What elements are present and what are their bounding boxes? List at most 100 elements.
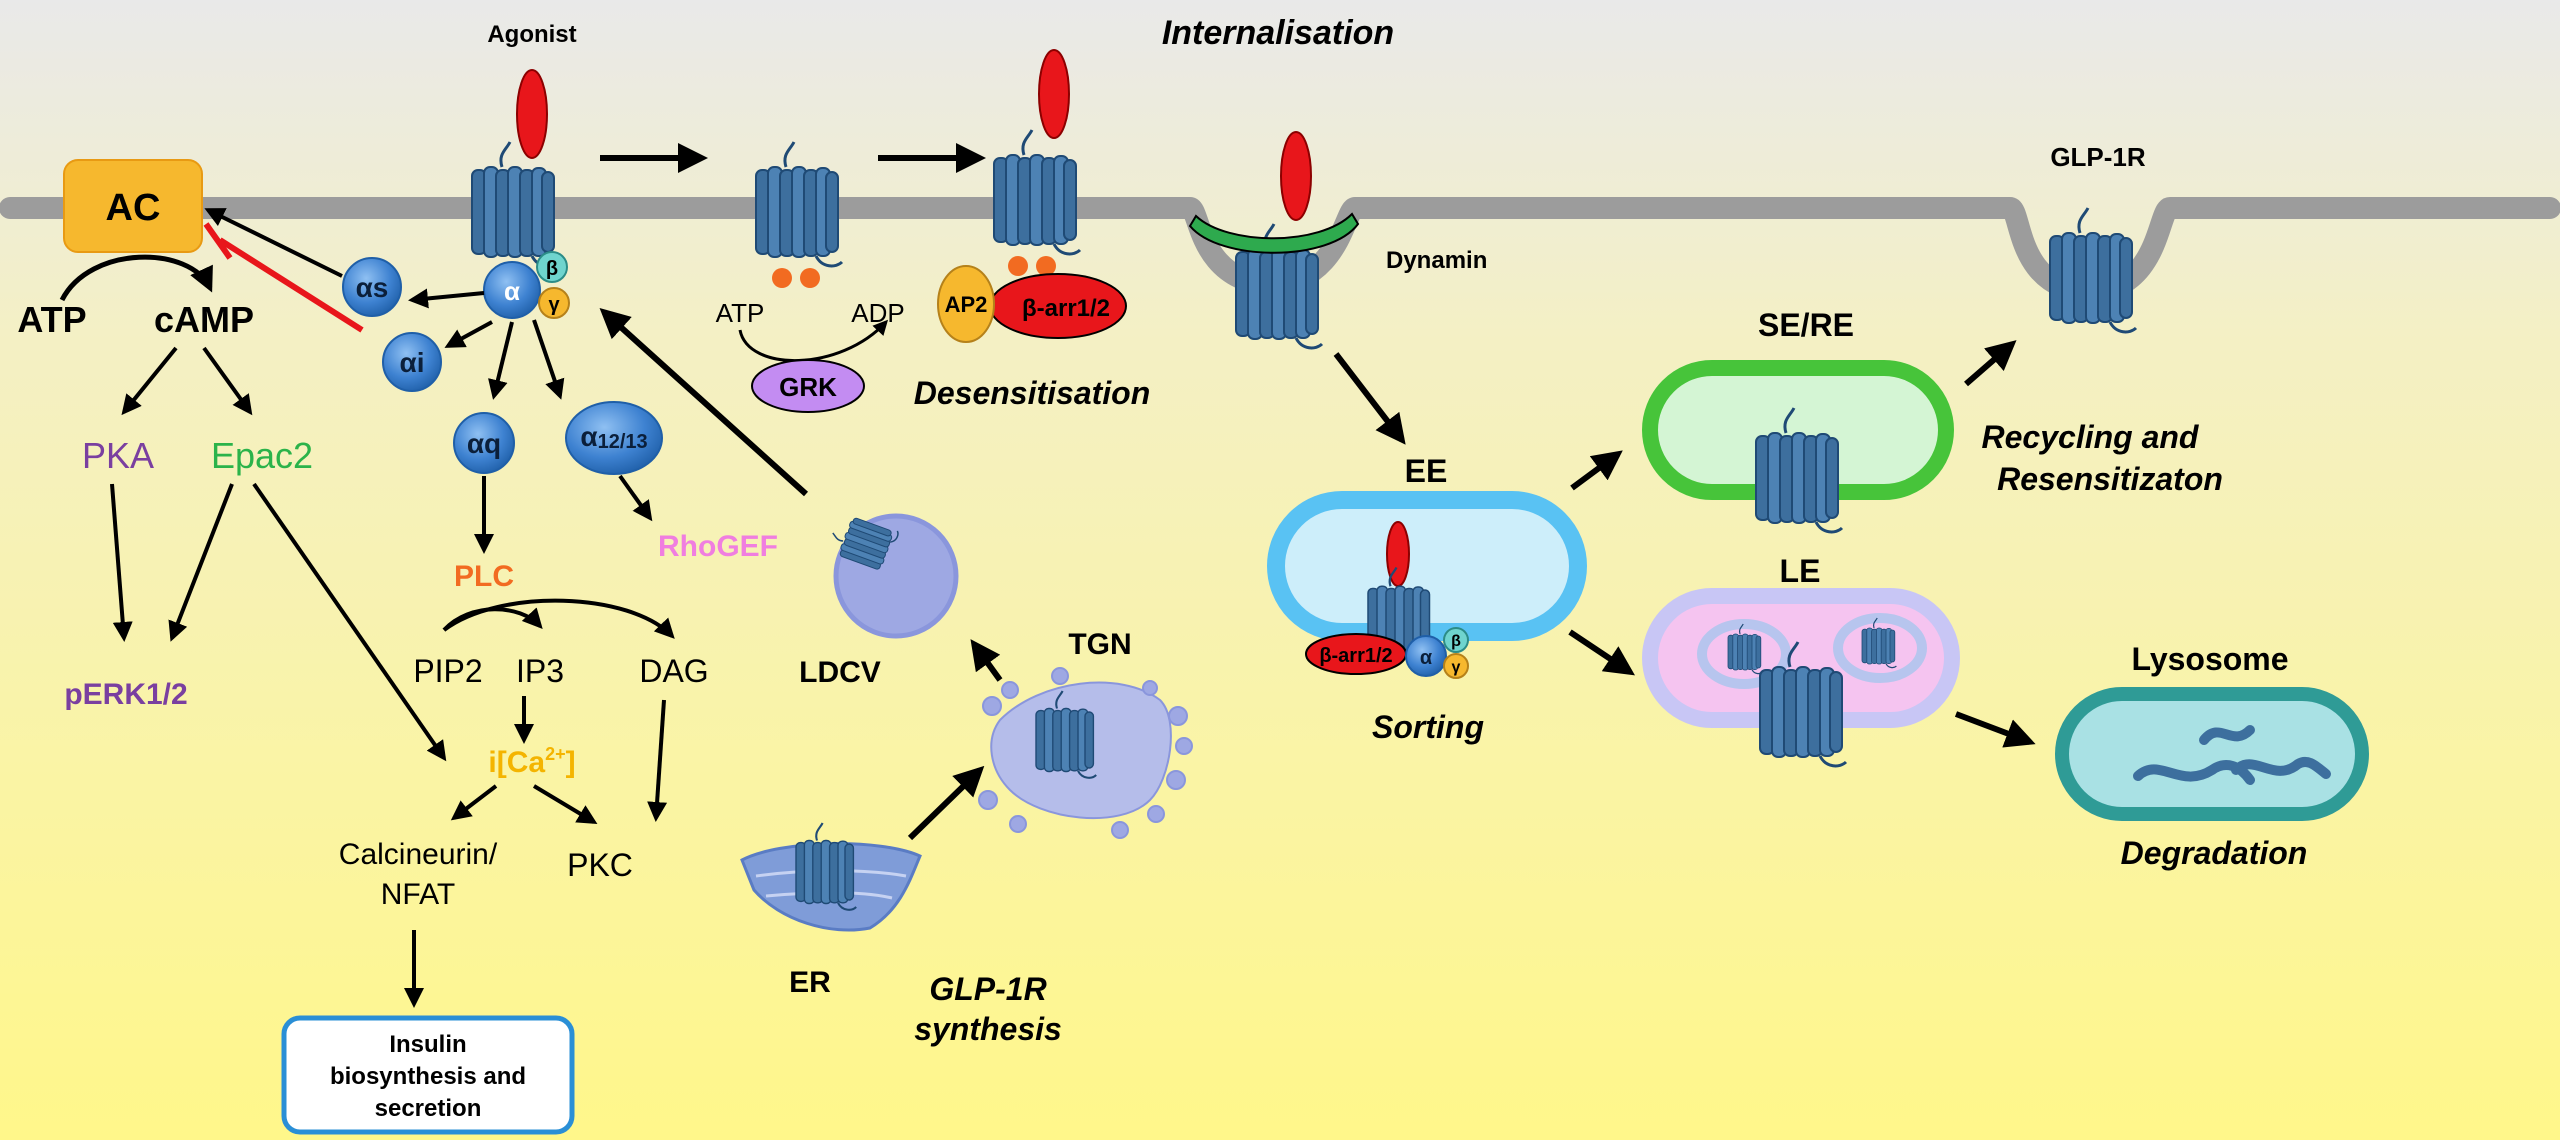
alpha-i-inhibition-line	[218, 237, 364, 333]
atp-label: ATP	[17, 299, 86, 340]
phosphate-dot	[1036, 256, 1056, 276]
dynamin-collar	[1188, 212, 1360, 254]
agonist-ligand	[516, 69, 548, 159]
er-label: ER	[789, 966, 831, 999]
ap2-label: AP2	[945, 292, 988, 317]
phosphate-dot	[1008, 256, 1028, 276]
lysosome	[2055, 687, 2369, 821]
agonist-label: Agonist	[487, 21, 576, 48]
calcium-label: i[Ca2+]	[488, 744, 575, 779]
svg-text:α: α	[1420, 647, 1433, 669]
degraded-fragment	[2231, 756, 2331, 779]
rhogef-label: RhoGEF	[658, 530, 778, 563]
alpha-i-subunit	[382, 332, 442, 392]
desensitisation-label: Desensitisation	[914, 375, 1151, 411]
g-to-alpha-1213-arrow	[532, 319, 565, 400]
adenylyl-cyclase	[63, 159, 203, 253]
ee-to-le-arrow	[1568, 629, 1635, 676]
g-alpha-subunit	[483, 261, 541, 319]
calcineurin-label-line2: NFAT	[381, 878, 455, 911]
ee-to-sere-arrow	[1570, 450, 1623, 491]
svg-text:γ: γ	[548, 294, 560, 316]
receptor-with-g-protein: α β γ	[470, 69, 570, 319]
plasma-membrane	[0, 197, 2560, 304]
recycling-label-line1: Recycling and	[1982, 419, 2200, 455]
synthesis-label-line2: synthesis	[914, 1011, 1062, 1047]
calcium-to-pkc-arrow	[532, 784, 598, 825]
ldcv-to-membrane-arrow	[599, 307, 809, 497]
g-gamma-subunit	[538, 287, 570, 319]
sere-to-membrane-arrow	[1964, 340, 2017, 387]
epac2-to-perk-arrow	[168, 483, 234, 642]
synthesis-label-line1: GLP-1R	[929, 971, 1046, 1007]
lysosome-label: Lysosome	[2131, 641, 2288, 677]
alpha-q-subunit	[453, 412, 515, 474]
alpha-s-subunit	[342, 257, 402, 317]
svg-text:biosynthesis and: biosynthesis and	[330, 1063, 526, 1090]
camp-to-pka-arrow	[121, 346, 178, 416]
alpha-s-label: αs	[356, 272, 389, 303]
svg-text:Insulin: Insulin	[389, 1031, 466, 1058]
g-to-alpha-s-arrow	[408, 288, 485, 309]
pka-label: PKA	[82, 435, 154, 476]
recycling-label-line2: Resensitizaton	[1997, 461, 2223, 497]
alpha-i-inhibition-bar	[203, 222, 233, 260]
svg-text:β: β	[546, 258, 558, 280]
svg-text:γ: γ	[1452, 659, 1461, 676]
sere-label: SE/RE	[1758, 307, 1854, 343]
le-label: LE	[1780, 553, 1821, 589]
ap2-adaptor	[937, 265, 995, 343]
sorting-label: Sorting	[1372, 709, 1484, 745]
svg-text:β-arr1/2: β-arr1/2	[1319, 645, 1392, 667]
calcium-to-calcineurin-arrow	[450, 784, 498, 821]
g-alpha-small	[1405, 635, 1447, 677]
plc-label: PLC	[454, 560, 514, 593]
pit-to-ee-arrow	[1333, 352, 1406, 445]
pka-to-perk-arrow	[110, 483, 133, 642]
tgn-to-ldcv-arrow	[970, 639, 1003, 682]
phosphate-dot	[800, 268, 820, 288]
grk-adp-label: ADP	[851, 298, 904, 328]
pip2-to-dag-arrow	[442, 598, 675, 639]
svg-text:α: α	[504, 276, 520, 306]
le-to-lysosome-arrow	[1954, 711, 2036, 748]
dag-to-pkc-arrow	[647, 699, 668, 822]
phosphate-dot	[772, 268, 792, 288]
epac2-to-calcium-arrow	[252, 482, 447, 762]
alpha-1213-to-rhogef-arrow	[618, 474, 653, 522]
pkc-label: PKC	[567, 847, 633, 883]
ac-label: AC	[106, 187, 161, 229]
pip2-label: PIP2	[413, 653, 482, 689]
agonist-ligand	[1038, 49, 1070, 139]
atp-camp-arrow	[59, 254, 213, 302]
internalising-receptor	[1234, 131, 1324, 350]
arrestin-label: β-arr1/2	[1022, 295, 1110, 322]
ldcv-label: LDCV	[799, 656, 881, 689]
svg-text:β: β	[1451, 633, 1461, 650]
camp-to-epac2-arrow	[202, 346, 253, 416]
g-beta-small	[1443, 627, 1469, 653]
perk-label: pERK1/2	[64, 678, 187, 711]
g-beta-subunit	[536, 251, 568, 283]
grk-enzyme	[751, 359, 865, 413]
epac2-label: Epac2	[211, 435, 313, 476]
er-to-tgn-arrow	[907, 765, 985, 841]
agonist-ligand	[1280, 131, 1312, 221]
tgn-label: TGN	[1068, 628, 1131, 661]
alpha-q-label: αq	[467, 428, 501, 459]
alpha-1213-label: α12/13	[580, 421, 647, 453]
alpha-i-label: αi	[400, 347, 425, 378]
alpha-1213-subunit	[565, 401, 663, 475]
camp-label: cAMP	[154, 299, 254, 340]
desensitised-receptor	[992, 49, 1082, 276]
grk-label: GRK	[779, 372, 837, 402]
dag-label: DAG	[639, 653, 708, 689]
alpha-s-to-ac-arrow	[204, 208, 343, 278]
calcineurin-label-line1: Calcineurin/	[339, 838, 498, 871]
phosphorylated-receptor	[754, 140, 844, 288]
internalisation-title: Internalisation	[1162, 14, 1394, 52]
glp1r-label: GLP-1R	[2050, 142, 2146, 172]
endosome-receptor	[1366, 521, 1434, 662]
g-to-alpha-i-arrow	[444, 320, 493, 348]
